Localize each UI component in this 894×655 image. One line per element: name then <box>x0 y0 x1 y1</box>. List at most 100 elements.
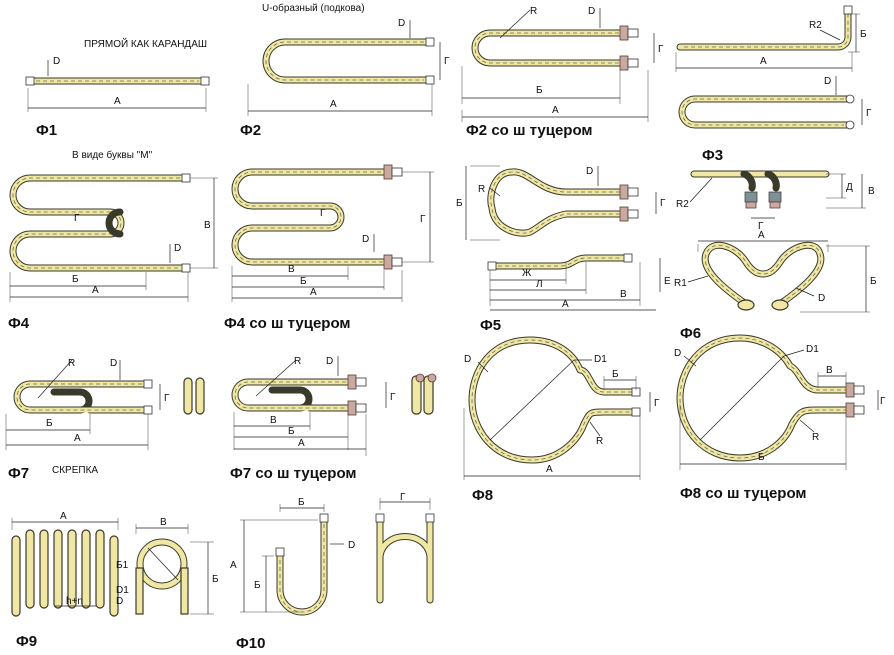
figure-f3: R2 Б А D Г Ф3 <box>675 5 872 164</box>
dim-v: В <box>288 264 295 275</box>
dim-d: D <box>824 76 831 87</box>
dim-g: Г <box>320 208 326 219</box>
figure-f9: А h+n В Б1 D1 D Б Ф9 <box>11 511 219 650</box>
fitting <box>845 402 855 418</box>
dim-g: Г <box>866 108 872 119</box>
figure-f8-fitting: D D1 В Г R Б Ф8 со ш туцером <box>674 334 886 502</box>
dim-b: Б <box>870 276 877 287</box>
f10-label: Ф10 <box>236 635 266 652</box>
f2s-label: Ф2 со ш туцером <box>466 122 593 139</box>
dim-a: А <box>552 105 559 116</box>
f2-caption: U-образный (подкова) <box>262 2 365 14</box>
f4-caption: В виде буквы "М" <box>72 149 153 161</box>
dim-d: D <box>53 56 60 67</box>
dim-r: R <box>812 432 819 443</box>
f1-caption: ПРЯМОЙ КАК КАРАНДАШ <box>84 37 207 50</box>
terminal <box>200 76 210 86</box>
dim-g: Г <box>654 398 660 409</box>
fitting <box>845 382 855 398</box>
dim-g: Г <box>444 56 450 67</box>
dim-r: R <box>68 358 75 369</box>
dim-v: В <box>160 517 167 528</box>
dim-d: D <box>398 18 405 29</box>
dim-a: А <box>60 511 67 522</box>
dim-g: Г <box>660 198 666 209</box>
dim-v: В <box>868 186 875 197</box>
f8-label: Ф8 <box>472 487 493 504</box>
dim-d: D <box>326 356 333 367</box>
dim-d: D <box>588 6 595 17</box>
dim-d: D <box>818 293 825 304</box>
dim-b1: Б1 <box>116 560 129 571</box>
f7s-label: Ф7 со ш туцером <box>230 465 357 482</box>
figure-f4-fitting: Г Г D В Б А Ф4 со ш туцером <box>224 164 434 332</box>
dim-v: В <box>204 220 211 231</box>
dim-g: Г <box>658 44 664 55</box>
dim-a: А <box>310 287 317 298</box>
dim-g: Г <box>390 392 396 403</box>
dim-d1: D1 <box>806 344 819 355</box>
dim-g: Г <box>164 393 170 404</box>
f3-label: Ф3 <box>702 147 723 164</box>
dim-g2: Г <box>420 214 426 225</box>
dim-d: D <box>348 540 355 551</box>
dim-r2: R2 <box>676 199 689 210</box>
f8s-label: Ф8 со ш туцером <box>680 485 807 502</box>
dim-a: А <box>298 438 305 449</box>
dim-d: D <box>586 166 593 177</box>
dim-r2: R2 <box>809 20 822 31</box>
dim-a: А <box>330 99 337 110</box>
figure-f7: R D Г Б А Ф7 СКРЕПКА <box>5 358 205 482</box>
dim-a: А <box>562 299 569 310</box>
dim-a: А <box>92 285 99 296</box>
f4-label: Ф4 <box>8 315 30 332</box>
dim-dd: Д <box>846 182 853 193</box>
fitting <box>619 55 629 71</box>
dim-d: D <box>116 596 123 607</box>
f5-label: Ф5 <box>480 317 501 334</box>
dim-l: Л <box>536 279 543 290</box>
dim-r1: R1 <box>674 278 687 289</box>
f2-label: Ф2 <box>240 122 261 139</box>
dim-a: А <box>230 560 237 571</box>
fitting <box>619 184 629 200</box>
f7-label: Ф7 <box>8 465 29 482</box>
dim-b: Б <box>72 274 79 285</box>
dim-r: R <box>478 184 485 195</box>
dim-r: R <box>596 436 603 447</box>
f7-caption: СКРЕПКА <box>52 465 98 476</box>
dim-b: Б <box>288 426 295 437</box>
dim-e: Е <box>664 276 671 287</box>
dim-g: Г <box>74 213 80 224</box>
fitting <box>619 25 629 41</box>
fitting <box>347 400 357 416</box>
fitting <box>619 206 629 222</box>
dim-b: Б <box>536 85 543 96</box>
dim-v: В <box>826 365 833 376</box>
dim-a: А <box>74 433 81 444</box>
dim-b: Б <box>860 29 867 40</box>
dim-g: Г <box>880 396 886 407</box>
f6-label: Ф6 <box>680 325 701 342</box>
dim-b: Б <box>212 574 219 585</box>
f9-label: Ф9 <box>16 633 37 650</box>
coil-turns <box>11 529 119 617</box>
dim-d: D <box>362 234 369 245</box>
dim-a: А <box>546 464 553 475</box>
dim-b: Б <box>46 418 53 429</box>
fitting <box>383 254 393 270</box>
dim-a: А <box>760 56 767 67</box>
dim-d: D <box>174 243 181 254</box>
dim-b: Б <box>758 452 765 463</box>
dim-b: Б <box>298 497 305 508</box>
dim-a: А <box>114 96 121 107</box>
dim-b: Б <box>456 198 463 209</box>
figure-f2: U-образный (подкова) А Г D Ф2 <box>240 2 450 139</box>
dim-b: Б <box>612 369 619 380</box>
dim-g: Г <box>758 221 764 232</box>
fitting <box>347 374 357 390</box>
dim-pitch: h+n <box>66 596 83 607</box>
dim-b2: Б <box>254 580 261 591</box>
figure-f10: Б D А Б Г Ф10 <box>230 492 435 652</box>
